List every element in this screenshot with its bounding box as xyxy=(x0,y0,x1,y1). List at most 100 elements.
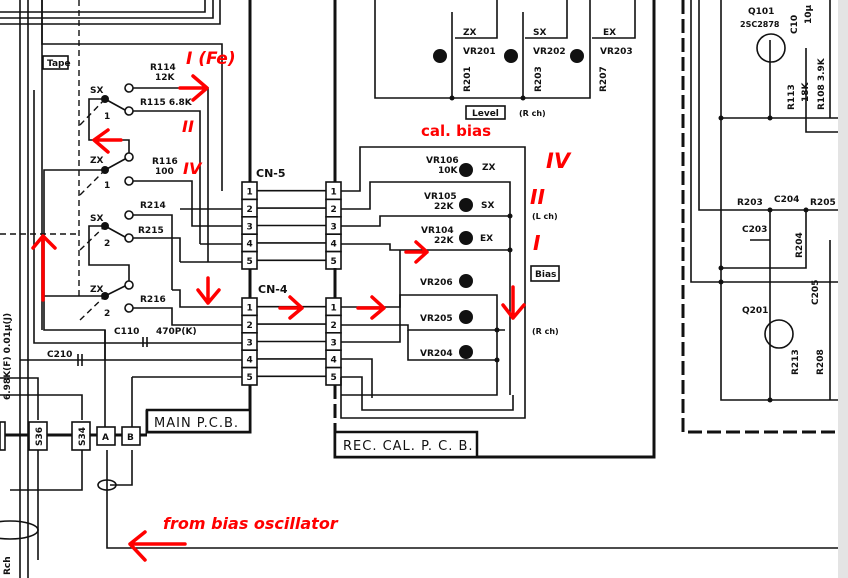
main-pcb-box xyxy=(145,408,252,434)
vr204-label: VR204 xyxy=(420,349,453,359)
vr201-label: VR201 xyxy=(463,47,496,57)
r213-label: R213 xyxy=(791,349,801,375)
pin-number: 3 xyxy=(247,338,253,348)
sw-label: 1 xyxy=(104,181,110,191)
right-circuit-wiring xyxy=(681,0,848,434)
r116-value: 100 xyxy=(155,167,174,177)
annotation-i-fe: I (Fe) xyxy=(186,49,236,69)
annotation-iv-right: IV xyxy=(546,149,572,173)
r113-value: 18K xyxy=(801,81,811,102)
r115-label: R115 6.8K xyxy=(140,98,193,108)
terminal-blocks xyxy=(0,421,141,451)
c210-label: C210 xyxy=(47,350,72,360)
s34-label: S34 xyxy=(78,427,88,446)
scan-edge xyxy=(838,0,848,578)
a-label: A xyxy=(102,433,109,443)
level-wiring xyxy=(374,0,636,101)
annotation-from-bias-oscillator: from bias oscillator xyxy=(163,514,339,533)
rch-label: (R ch) xyxy=(532,327,559,336)
pin-number: 3 xyxy=(247,222,253,232)
pin-number: 1 xyxy=(247,188,253,198)
ex-label: EX xyxy=(480,234,493,244)
tape-label: Tape xyxy=(47,59,71,69)
pin-number: 2 xyxy=(247,205,253,215)
b-label: B xyxy=(127,433,134,443)
annotation-ii-left: II xyxy=(182,117,194,136)
pin-number: 4 xyxy=(247,240,253,250)
lch-label: (L ch) xyxy=(532,212,558,221)
vr206-label: VR206 xyxy=(420,278,453,288)
vr104-value: 22K xyxy=(434,236,455,246)
tape-label-box xyxy=(42,55,69,70)
s36-label: S36 xyxy=(35,427,45,446)
vr104-label: VR104 xyxy=(421,226,454,236)
pin-number: 1 xyxy=(331,304,337,314)
c204-label: C204 xyxy=(774,195,799,205)
vr205-label: VR205 xyxy=(420,314,453,324)
level-label: Level xyxy=(472,109,499,119)
cn5-label: CN-5 xyxy=(256,167,286,180)
zx-label: ZX xyxy=(482,163,496,173)
bias-label: Bias xyxy=(535,270,556,280)
cal-bias-wiring xyxy=(340,146,526,419)
c205-label: C205 xyxy=(811,280,821,305)
cn5-connector: 1 2 3 4 5 1 2 3 4 5 xyxy=(241,181,342,270)
vr106-label: VR106 xyxy=(426,156,459,166)
r203-label: R203 xyxy=(534,66,544,92)
r216-label: R216 xyxy=(140,295,166,305)
vr202-label: VR202 xyxy=(533,47,566,57)
vr105-label: VR105 xyxy=(424,192,457,202)
pin-number: 5 xyxy=(247,373,253,383)
sw-label: 2 xyxy=(104,239,110,249)
r203b-label: R203 xyxy=(737,198,763,208)
vr105-value: 22K xyxy=(434,202,455,212)
zx-top-label: ZX xyxy=(463,28,477,38)
pin-number: 2 xyxy=(247,321,253,331)
sx-top-label: SX xyxy=(533,28,546,38)
left-vertical-label: 6.98K(F) 0.01μ(J) xyxy=(3,313,13,400)
main-pcb-label: MAIN P.C.B. xyxy=(154,416,239,431)
pin-number: 5 xyxy=(331,257,337,267)
r204-label: R204 xyxy=(795,232,805,258)
r207-label: R207 xyxy=(599,66,609,92)
top-left-wires xyxy=(0,0,223,578)
sw-label: 1 xyxy=(104,112,110,122)
r113-label: R113 xyxy=(787,84,797,110)
pin-number: 1 xyxy=(331,188,337,198)
pin-number: 5 xyxy=(247,257,253,267)
q101-label: Q101 xyxy=(748,7,774,17)
zx1-label: ZX xyxy=(90,156,104,166)
r205-label: R205 xyxy=(810,198,836,208)
rec-cal-pcb-label: REC. CAL. P. C. B. xyxy=(343,439,474,454)
c203-label: C203 xyxy=(742,225,767,235)
pin-number: 3 xyxy=(331,222,337,232)
pin-number: 4 xyxy=(247,356,253,366)
c10x-value: 10μ xyxy=(804,4,814,24)
r214-label: R214 xyxy=(140,201,166,211)
vr203-label: VR203 xyxy=(600,47,633,57)
sx2-label: SX xyxy=(90,214,103,224)
zx2-label: ZX xyxy=(90,285,104,295)
sx-label: SX xyxy=(481,201,494,211)
pin-number: 2 xyxy=(331,205,337,215)
c10x-label: C10 xyxy=(790,15,800,34)
r114-label: R114 xyxy=(150,63,176,73)
annotation-iv-left: IV xyxy=(183,159,203,178)
pin-number: 4 xyxy=(331,356,337,366)
annotation-i-right: I xyxy=(533,231,541,255)
bias-box xyxy=(530,265,560,282)
annotation-cal-bias: cal. bias xyxy=(421,122,491,140)
ex-top-label: EX xyxy=(603,28,616,38)
r215-label: R215 xyxy=(138,226,164,236)
rch-vertical-label: Rch xyxy=(3,556,13,575)
q201-label: Q201 xyxy=(742,306,768,316)
rch-top-label: (R ch) xyxy=(519,109,546,118)
r114-value: 12K xyxy=(155,73,176,83)
q101-type: 2SC2878 xyxy=(740,20,780,29)
level-box xyxy=(465,105,506,120)
c110-value: 470P(K) xyxy=(156,327,197,337)
pin-number: 4 xyxy=(331,240,337,250)
red-arrows xyxy=(31,74,526,562)
